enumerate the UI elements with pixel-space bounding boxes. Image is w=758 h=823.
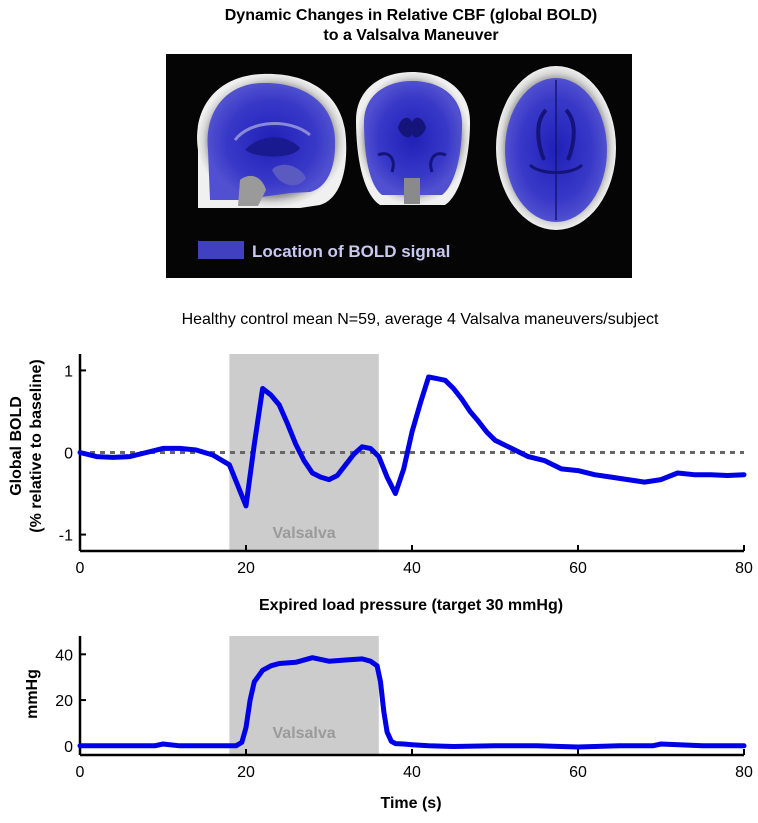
y-tick-label: 20 [55, 693, 73, 710]
bold-chart-xlabel: Expired load pressure (target 30 mmHg) [259, 597, 563, 614]
x-tick-label: 80 [735, 764, 753, 781]
y-tick-label: 0 [64, 739, 73, 756]
y-tick-label: 1 [64, 363, 73, 380]
brain-coronal-view [356, 72, 470, 205]
bold-signal-legend-label: Location of BOLD signal [252, 242, 450, 261]
x-tick-label: 40 [403, 560, 421, 577]
bold-series-group [77, 374, 747, 509]
x-tick-label: 40 [403, 764, 421, 781]
bold-series-line-0 [77, 374, 747, 509]
bold-chart-ylabel-line1: Global BOLD [8, 396, 25, 496]
x-tick-label: 60 [569, 764, 587, 781]
valsalva-region-label: Valsalva [273, 525, 336, 542]
bold-signal-legend-swatch [198, 241, 244, 259]
y-tick-label: 0 [64, 446, 73, 463]
brain-axial-view [496, 66, 616, 230]
figure-title-line1: Dynamic Changes in Relative CBF (global … [225, 7, 598, 24]
x-tick-label: 60 [569, 560, 587, 577]
pressure-series-group [77, 655, 747, 750]
valsalva-region-label: Valsalva [273, 725, 336, 742]
brain-sagittal-view [197, 73, 347, 208]
pressure-chart: Valsalva 0 20 40 60 80 0 20 40 Time (s) mmHg [24, 636, 753, 812]
brain-image-panel: Location of BOLD signal [166, 54, 632, 278]
pressure-chart-axes: 0 20 40 60 80 0 20 40 [55, 636, 753, 781]
pressure-series-line-0 [77, 655, 747, 750]
cohort-subtitle: Healthy control mean N=59, average 4 Val… [182, 311, 659, 328]
x-tick-label: 0 [76, 560, 85, 577]
y-tick-label: 40 [55, 647, 73, 664]
pressure-chart-xlabel: Time (s) [380, 795, 441, 812]
x-tick-label: 0 [76, 764, 85, 781]
x-tick-label: 20 [237, 560, 255, 577]
x-tick-label: 80 [735, 560, 753, 577]
pressure-chart-ylabel: mmHg [24, 669, 41, 719]
valsalva-shaded-region [229, 636, 379, 755]
x-tick-label: 20 [237, 764, 255, 781]
bold-chart-ylabel-line2: (% relative to baseline) [28, 359, 45, 532]
figure-title-line2: to a Valsalva Maneuver [323, 27, 498, 44]
y-tick-label: -1 [59, 528, 73, 545]
